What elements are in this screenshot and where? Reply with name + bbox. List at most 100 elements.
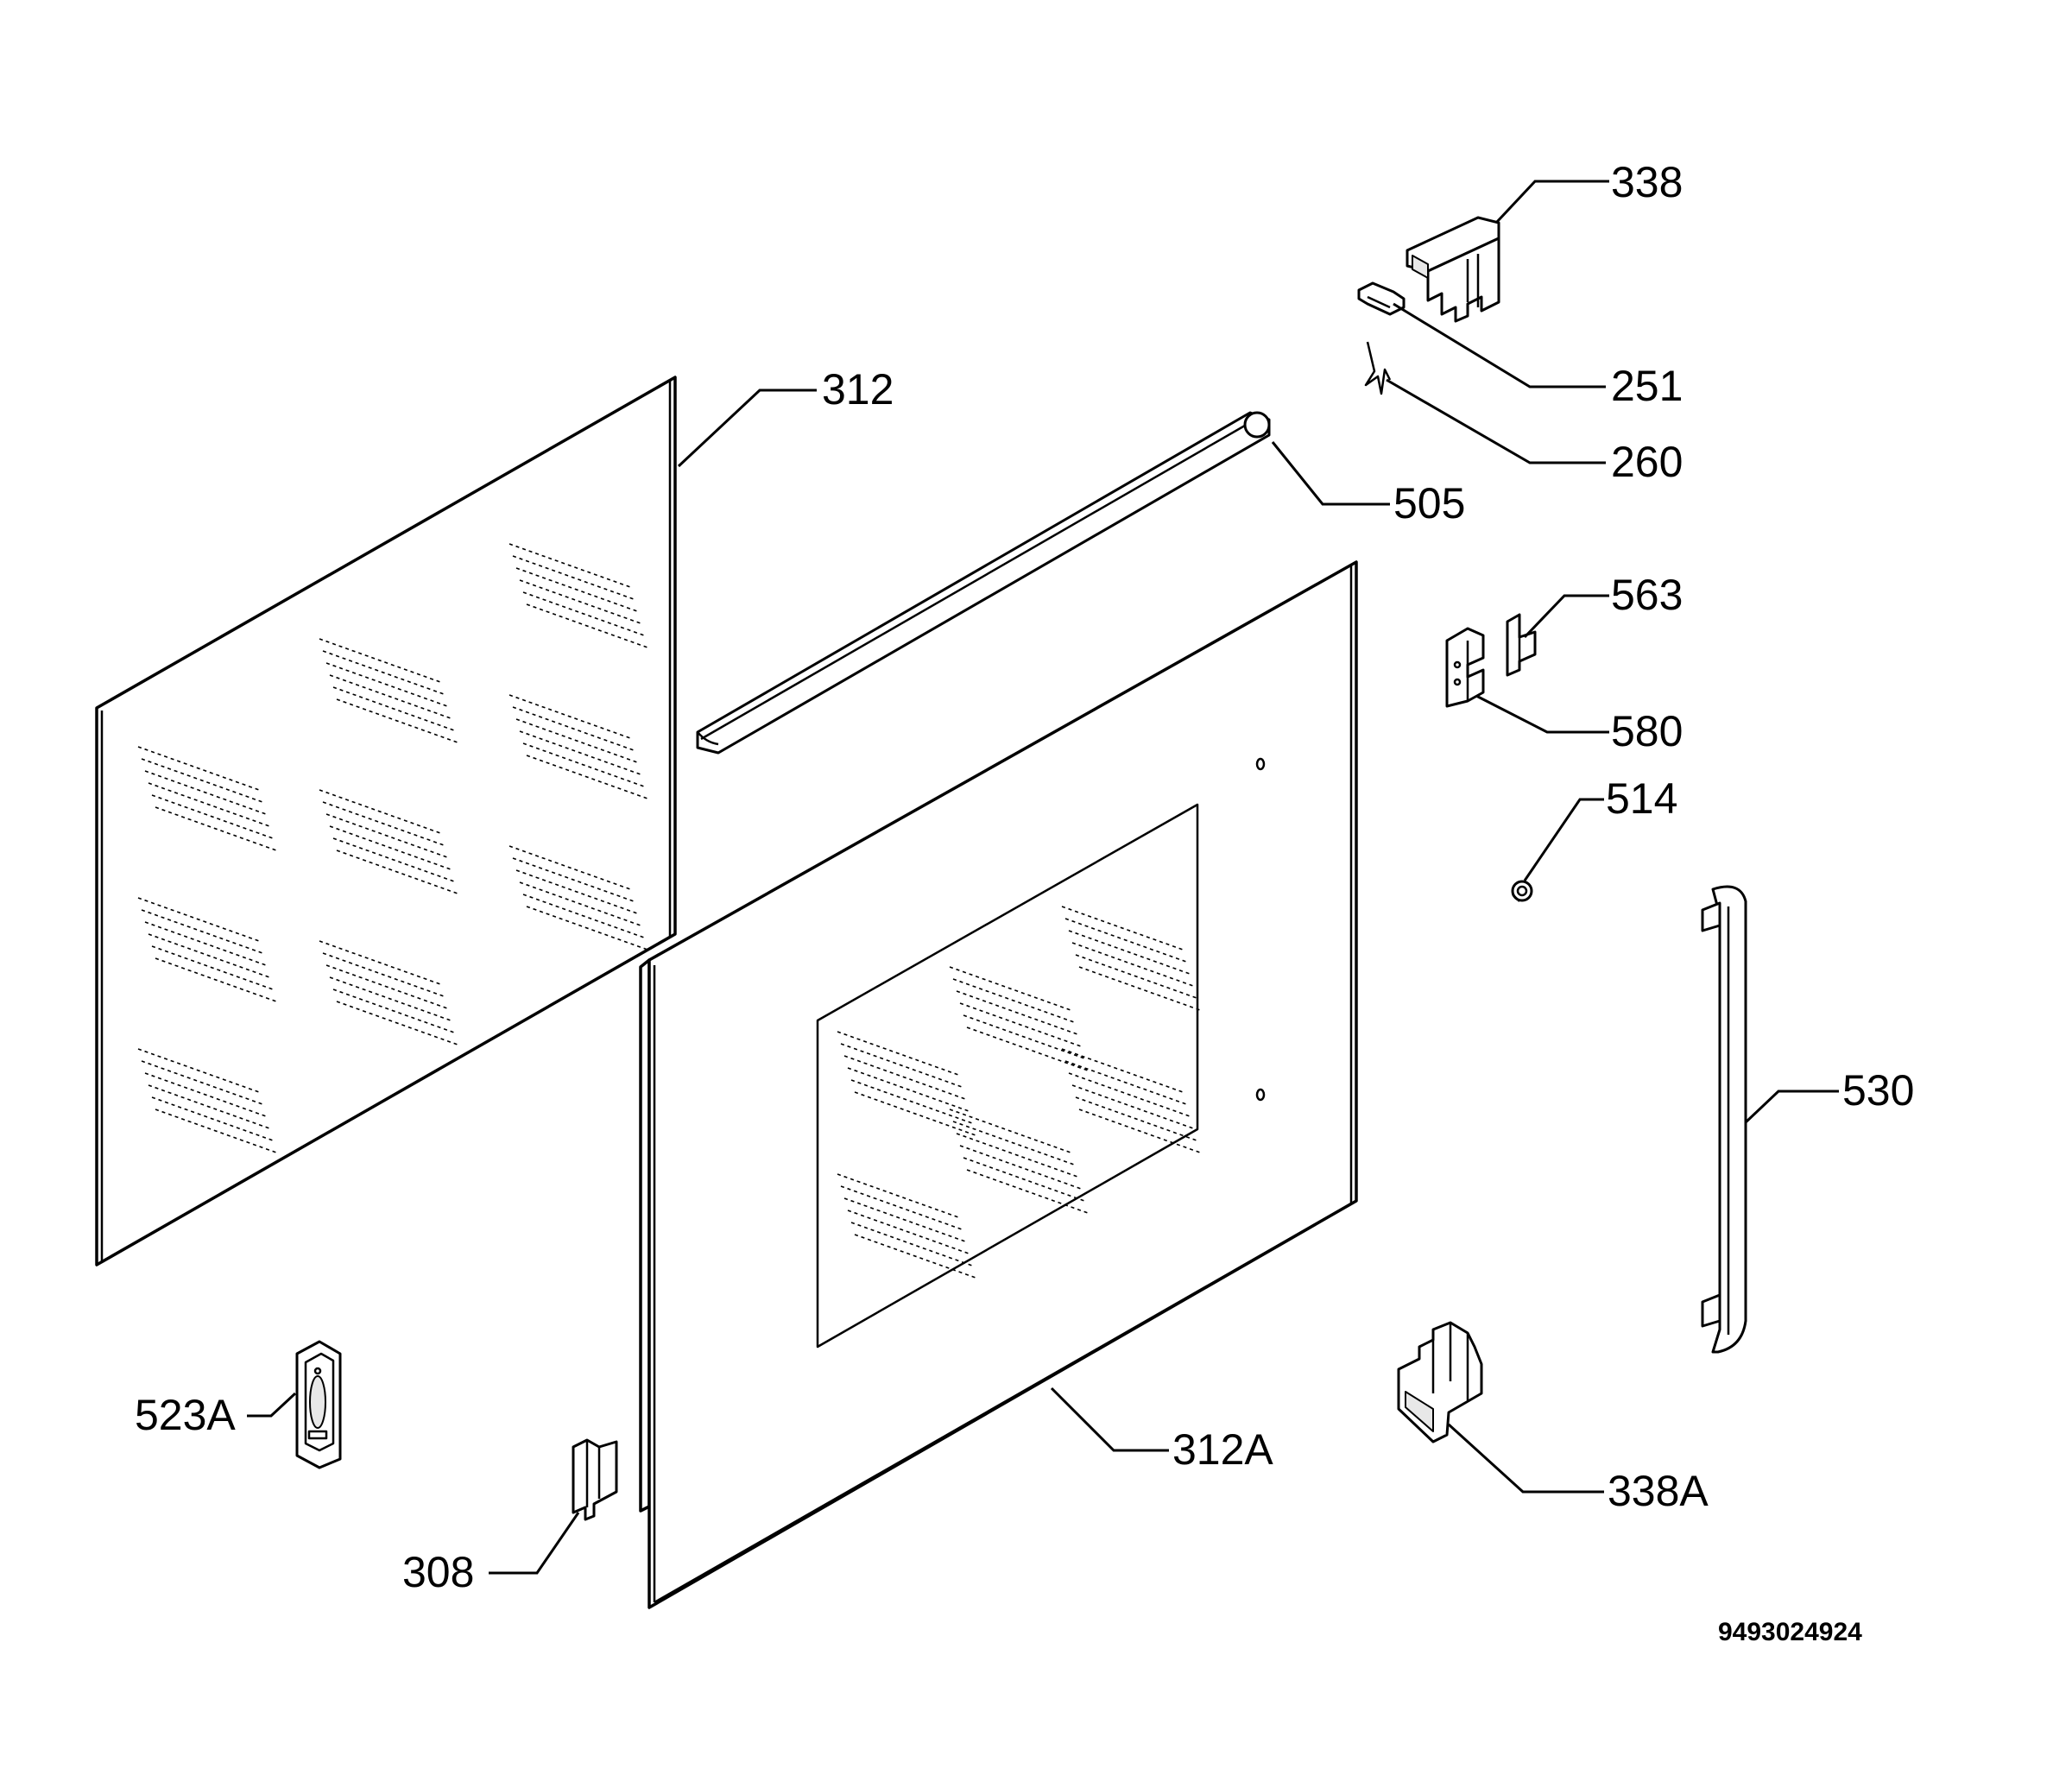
hatch-line — [515, 869, 638, 914]
hatch-line — [1068, 930, 1191, 975]
part-505-top-trim — [696, 411, 1271, 755]
label-251: 251 — [1611, 362, 1683, 410]
hatch-line — [952, 978, 1075, 1023]
part-251-clip — [1357, 281, 1406, 316]
hatch-line — [148, 933, 270, 978]
hatch-line — [509, 694, 631, 739]
part-580-latch-block — [1445, 627, 1485, 708]
hatch-line — [155, 957, 277, 1002]
label-338A: 338A — [1608, 1467, 1709, 1515]
hatch-line — [137, 746, 260, 791]
hatch-line — [137, 1048, 260, 1093]
part-308-hinge-bracket — [572, 1438, 618, 1521]
hatch-line — [850, 1079, 973, 1124]
label-260: 260 — [1611, 438, 1683, 486]
hatch-line — [141, 909, 263, 954]
part-312-inner-glass-panel — [95, 376, 677, 1267]
hatch-line — [332, 989, 455, 1033]
label-505: 505 — [1393, 479, 1465, 527]
document-number: 9493024924 — [1718, 1618, 1862, 1646]
leader-505 — [1271, 441, 1390, 506]
hatch-line — [329, 825, 452, 870]
leader-312 — [677, 388, 817, 468]
hatch-line — [336, 698, 458, 743]
hatch-line — [519, 881, 641, 926]
hatch-line — [137, 897, 260, 942]
hatch-line — [509, 543, 631, 588]
hatch-line — [319, 940, 441, 985]
leader-lines — [247, 180, 1839, 1575]
hatch-line — [963, 1157, 1085, 1202]
hatch-line — [155, 1109, 277, 1153]
label-580: 580 — [1611, 707, 1683, 755]
leader-563 — [1523, 594, 1609, 639]
part-514-screw — [1511, 880, 1533, 902]
hatch-line — [141, 1060, 263, 1105]
hatch-line — [959, 1002, 1082, 1047]
hatch-line — [148, 782, 270, 827]
hatch-line — [843, 1197, 966, 1242]
hatch-line — [526, 603, 648, 648]
hatch-line — [519, 730, 641, 775]
hatch-line — [509, 845, 631, 890]
hatch-line — [332, 837, 455, 882]
hatch-line — [519, 579, 641, 624]
hatch-line — [325, 662, 448, 707]
hatch-line — [515, 567, 638, 612]
hatch-line — [522, 591, 645, 636]
hatch-line — [151, 945, 274, 990]
hatch-line — [1061, 1048, 1184, 1093]
hatch-line — [840, 1043, 963, 1088]
part-338-hinge-cover — [1406, 216, 1500, 323]
hatch-line — [949, 1109, 1071, 1153]
hatch-line — [522, 894, 645, 938]
leader-308 — [489, 1512, 580, 1575]
leader-580 — [1475, 694, 1609, 734]
hatch-line — [151, 1096, 274, 1141]
label-312: 312 — [822, 365, 894, 414]
hatch-line — [512, 857, 635, 902]
leader-530 — [1744, 1090, 1839, 1124]
hatch-line — [332, 686, 455, 731]
part-312A-outer-door-glass — [639, 560, 1358, 1609]
hatch-line — [840, 1185, 963, 1230]
hatch-line — [1064, 918, 1187, 963]
hatch-line — [966, 1026, 1089, 1071]
label-514: 514 — [1606, 774, 1677, 823]
leader-523A — [247, 1392, 297, 1418]
hatch-line — [949, 966, 1071, 1011]
hatch-line — [847, 1067, 970, 1112]
hatch-line — [322, 801, 445, 846]
hatch-line — [325, 813, 448, 858]
part-338A-bottom-hinge-cover — [1397, 1321, 1483, 1443]
hatch-line — [1075, 954, 1197, 999]
hatch-line — [1061, 906, 1184, 951]
hatch-line — [522, 742, 645, 787]
hatch-line — [325, 964, 448, 1009]
hatch-line — [144, 770, 267, 815]
hatch-line — [144, 1072, 267, 1117]
hatch-line — [1078, 966, 1201, 1011]
leader-338A — [1447, 1423, 1604, 1494]
hatch-line — [1078, 1109, 1201, 1153]
leader-338 — [1494, 180, 1609, 224]
panel-312-vent-hatching — [137, 543, 648, 1153]
hatch-line — [959, 1145, 1082, 1190]
label-338: 338 — [1611, 158, 1683, 206]
leader-312A — [1050, 1387, 1169, 1452]
hatch-line — [144, 921, 267, 966]
hatch-line — [854, 1234, 976, 1279]
hatch-line — [319, 638, 441, 683]
hatch-line — [966, 1169, 1089, 1214]
hatch-line — [963, 1014, 1085, 1059]
hatch-line — [148, 1084, 270, 1129]
label-563: 563 — [1611, 571, 1683, 619]
hatch-line — [336, 850, 458, 894]
hatch-line — [155, 806, 277, 851]
part-563-bracket — [1506, 613, 1537, 677]
label-312A: 312A — [1172, 1425, 1273, 1474]
hatch-line — [956, 1133, 1078, 1178]
window-312A-vent-hatching — [837, 906, 1201, 1279]
